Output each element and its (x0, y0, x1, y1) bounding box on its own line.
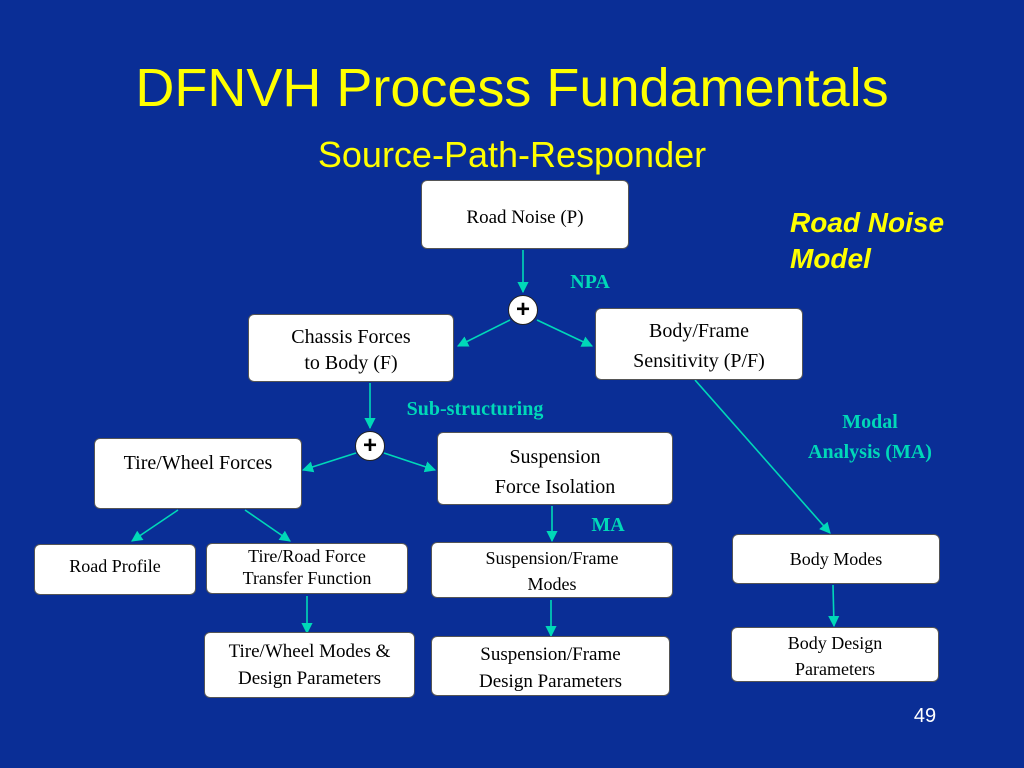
arrow-tire-forces-to-transfer (244, 509, 291, 542)
node-line: Road Profile (69, 556, 161, 576)
label-sub-structuring: Sub-structuring (406, 398, 544, 420)
label-modal-line-1: Modal (842, 411, 898, 433)
junction-plus-top: + (508, 295, 538, 325)
node-line: Road Noise (P) (466, 207, 584, 228)
node-chassis-forces: Chassis Forces to Body (F) (248, 314, 454, 382)
model-label: Road Noise Model (790, 205, 1010, 277)
arrow-body-modes-to-body-design (828, 584, 840, 628)
node-line: Suspension (509, 446, 601, 468)
node-line: Suspension/Frame (480, 644, 621, 665)
node-line: to Body (F) (304, 352, 398, 374)
node-suspension-frame-modes: Suspension/Frame Modes (431, 542, 673, 598)
node-line: Tire/Wheel Modes & (228, 641, 391, 662)
page-number: 49 (913, 705, 937, 727)
node-line: Suspension/Frame (485, 548, 619, 568)
node-body-frame-sensitivity: Body/Frame Sensitivity (P/F) (595, 308, 803, 380)
model-label-line-1: Road Noise (790, 207, 945, 238)
node-suspension-force-isolation: Suspension Force Isolation (437, 432, 673, 505)
node-line: Design Parameters (479, 671, 622, 692)
node-line: Body Design (787, 633, 883, 653)
node-body-design: Body Design Parameters (731, 627, 939, 682)
node-line: Body Modes (789, 549, 883, 569)
node-line: Tire/Wheel Forces (123, 452, 273, 474)
node-line: Transfer Function (242, 568, 372, 588)
node-line: Body/Frame (649, 320, 749, 342)
node-body-modes: Body Modes (732, 534, 940, 584)
junction-plus-middle: + (355, 431, 385, 461)
node-road-profile: Road Profile (34, 544, 196, 595)
node-line: Chassis Forces (291, 326, 411, 348)
arrow-sensitivity-to-body-modes (694, 379, 831, 534)
label-ma: MA (591, 514, 625, 536)
node-line: Modes (527, 574, 577, 594)
node-line: Tire/Road Force (248, 546, 366, 566)
node-tire-wheel-forces: Tire/Wheel Forces (94, 438, 302, 509)
node-line: Parameters (795, 659, 875, 679)
arrow-junction-to-sensitivity (536, 319, 594, 347)
slide-title: DFNVH Process Fundamentals (135, 58, 889, 118)
node-tire-wheel-modes: Tire/Wheel Modes & Design Parameters (204, 632, 415, 698)
node-tire-road-transfer: Tire/Road Force Transfer Function (206, 543, 408, 594)
node-line: Sensitivity (P/F) (633, 350, 765, 372)
model-label-line-2: Model (790, 243, 871, 274)
arrow-junction-to-chassis (456, 319, 511, 347)
node-line: Force Isolation (494, 476, 616, 498)
slide-subtitle: Source-Path-Responder (317, 134, 707, 175)
label-npa: NPA (570, 271, 610, 293)
label-modal-analysis: Modal Analysis (MA) (780, 407, 960, 467)
arrow-junction-to-suspension (383, 452, 437, 473)
arrow-tire-forces-to-road-profile (131, 509, 179, 542)
label-modal-line-2: Analysis (MA) (808, 441, 932, 463)
node-suspension-frame-design: Suspension/Frame Design Parameters (431, 636, 670, 696)
arrow-junction-to-tire-forces (301, 452, 357, 473)
node-line: Design Parameters (238, 668, 381, 689)
node-road-noise: Road Noise (P) (421, 180, 629, 249)
